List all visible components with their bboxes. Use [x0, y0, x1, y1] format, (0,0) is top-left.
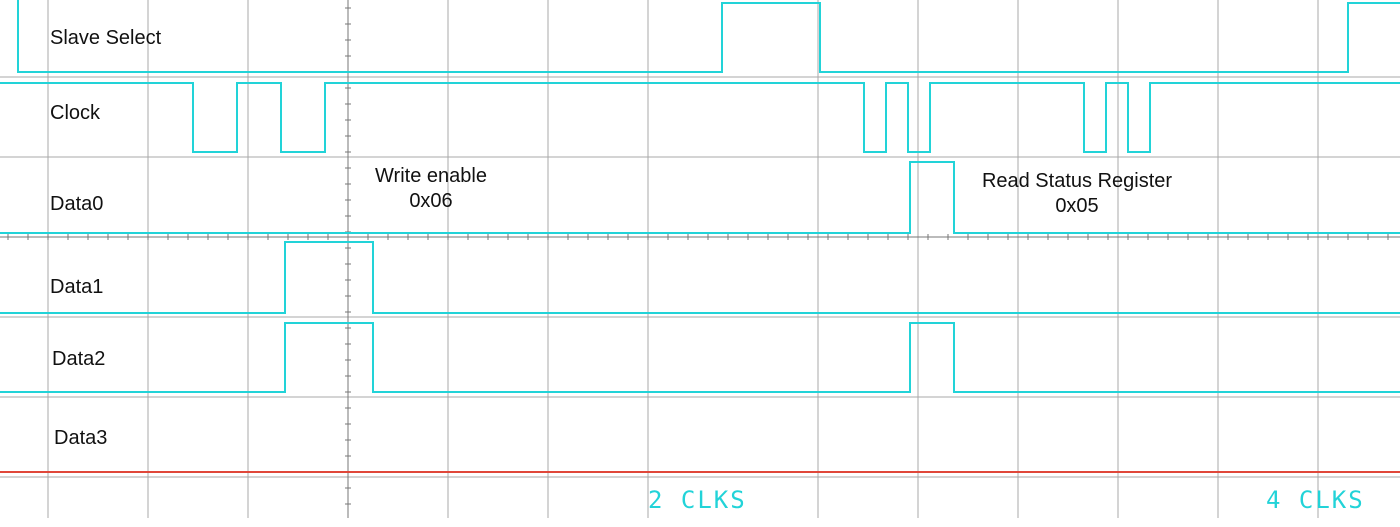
waveform-data1 — [0, 241, 1400, 314]
waveform-clock — [0, 82, 1400, 153]
channel-label-data0: Data0 — [50, 193, 104, 215]
channel-label-data1: Data1 — [50, 276, 104, 298]
annotation-write-enable: Write enable 0x06 — [366, 165, 496, 213]
channel-label-data3: Data3 — [54, 427, 108, 449]
annotation-write-enable-code: 0x06 — [409, 190, 453, 212]
annotation-read-status: Read Status Register 0x05 — [972, 170, 1182, 218]
annotation-read-status-code: 0x05 — [1055, 195, 1099, 217]
waveform-data2 — [0, 322, 1400, 393]
channel-label-slave-select: Slave Select — [50, 27, 162, 49]
annotation-read-status-title: Read Status Register — [981, 170, 1173, 192]
marker-2-clks: 2 CLKS — [648, 486, 747, 514]
channel-label-clock: Clock — [50, 102, 101, 124]
traces — [0, 0, 1400, 473]
channel-label-data2: Data2 — [52, 348, 106, 370]
waveform-data0 — [0, 161, 1400, 234]
marker-4-clks: 4 CLKS — [1266, 486, 1365, 514]
waveform-slave-select — [17, 0, 1400, 73]
annotation-write-enable-title: Write enable — [375, 165, 487, 187]
